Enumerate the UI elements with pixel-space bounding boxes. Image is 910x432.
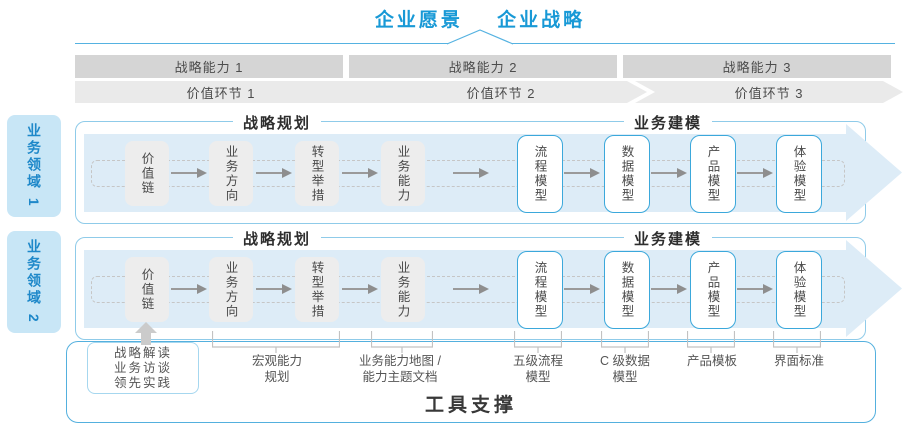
model-box: 数据模型: [604, 251, 650, 329]
flow-arrow-icon: [651, 167, 687, 179]
deliverable-label: 宏观能力 规划: [252, 353, 302, 385]
value-link-label: 价值环节 2: [466, 85, 536, 101]
brace-connector: [212, 331, 340, 353]
model-box: 流程模型: [517, 251, 563, 329]
dashed-scope-box: [91, 160, 845, 187]
capability-bar-label: 战略能力 3: [722, 60, 792, 75]
deliverable-line: 产品模板: [686, 354, 738, 368]
deliverable-line: 规划: [264, 370, 290, 384]
deliverable-label: 界面标准: [774, 353, 824, 369]
flow-arrow-icon: [171, 283, 207, 295]
deliverable-line: 业务能力地图 /: [359, 354, 441, 368]
model-box: 体验模型: [776, 135, 822, 213]
deliverable-line: 五级流程: [512, 354, 564, 368]
flow-arrow-icon: [737, 167, 773, 179]
deliverable-label: 产品模板: [687, 353, 737, 369]
up-arrow-shaft: [141, 332, 151, 345]
flow-arrow-icon: [342, 283, 378, 295]
flow-arrow-icon: [453, 283, 489, 295]
brace-connector: [601, 331, 649, 353]
flow-arrow-icon: [651, 283, 687, 295]
planning-box: 价值链: [125, 257, 169, 322]
brace-connector: [687, 331, 735, 353]
planning-box: 转型举措: [295, 141, 339, 206]
model-box: 体验模型: [776, 251, 822, 329]
flow-arrow-icon: [453, 167, 489, 179]
capability-bar-label: 战略能力 1: [174, 60, 244, 75]
value-link-arrow-3: 价值环节 3: [635, 81, 903, 103]
section-header-planning: 战略规划: [232, 228, 322, 249]
domain-label-1: 业务领域 1: [7, 115, 61, 217]
planning-box: 业务方向: [209, 141, 253, 206]
planning-box: 价值链: [125, 141, 169, 206]
dashed-scope-box: [91, 276, 845, 303]
flow-arrow-icon: [256, 283, 292, 295]
callout-pointer-icon: [446, 29, 514, 45]
practice-box: 战略解读 业务访谈 领先实践: [87, 342, 199, 394]
flow-arrow-icon: [342, 167, 378, 179]
section-header-modeling: 业务建模: [623, 228, 713, 249]
planning-box: 业务方向: [209, 257, 253, 322]
vision-title: 企业愿景: [374, 10, 463, 31]
flow-arrow-icon: [737, 283, 773, 295]
capability-bar-label: 战略能力 2: [448, 60, 518, 75]
model-box: 产品模型: [690, 251, 736, 329]
deliverable-label: 五级流程 模型: [513, 353, 563, 385]
deliverable-line: 模型: [612, 370, 638, 384]
flow-arrow-icon: [256, 167, 292, 179]
page-title: 企业愿景 企业战略: [362, 5, 598, 32]
practice-line: 业务访谈: [113, 360, 172, 375]
brace-connector: [514, 331, 562, 353]
flow-arrow-icon: [564, 167, 600, 179]
deliverable-line: C 级数据: [599, 354, 651, 368]
capability-bar-3: 战略能力 3: [623, 55, 891, 78]
practice-line: 战略解读: [113, 345, 172, 360]
domain-row-1: 战略规划 业务建模 价值链 业务方向 转型举措 业务能力 流程模型 数据模型 产…: [75, 112, 902, 224]
value-link-label: 价值环节 1: [186, 85, 256, 101]
value-link-arrow-1: 价值环节 1: [75, 81, 387, 103]
domain-label-text: 业务领域 1: [26, 123, 42, 209]
deliverable-line: 界面标准: [773, 354, 825, 368]
planning-box: 业务能力: [381, 257, 425, 322]
strategy-title: 企业战略: [497, 10, 586, 31]
domain-label-text: 业务领域 2: [26, 239, 42, 325]
section-header-planning: 战略规划: [232, 112, 322, 133]
tool-support-container: 工具支撑: [66, 341, 876, 423]
capability-bar-2: 战略能力 2: [349, 55, 617, 78]
deliverable-label: 业务能力地图 / 能力主题文档: [359, 353, 441, 385]
section-header-modeling: 业务建模: [623, 112, 713, 133]
practice-line: 领先实践: [113, 375, 172, 390]
brace-connector: [773, 331, 821, 353]
capability-bar-1: 战略能力 1: [75, 55, 343, 78]
up-arrow-icon: [135, 322, 157, 333]
deliverable-line: 模型: [525, 370, 551, 384]
model-box: 产品模型: [690, 135, 736, 213]
deliverable-label: C 级数据 模型: [600, 353, 650, 385]
model-box: 数据模型: [604, 135, 650, 213]
value-link-arrow-2: 价值环节 2: [355, 81, 647, 103]
value-link-label: 价值环节 3: [734, 85, 804, 101]
domain-label-2: 业务领域 2: [7, 231, 61, 333]
deliverable-line: 宏观能力: [251, 354, 303, 368]
planning-box: 业务能力: [381, 141, 425, 206]
planning-box: 转型举措: [295, 257, 339, 322]
model-box: 流程模型: [517, 135, 563, 213]
brace-connector: [371, 331, 433, 353]
flow-arrow-icon: [564, 283, 600, 295]
tool-support-title: 工具支撑: [424, 395, 517, 416]
flow-arrow-icon: [171, 167, 207, 179]
deliverable-line: 能力主题文档: [362, 370, 438, 384]
domain-row-2: 战略规划 业务建模 价值链 业务方向 转型举措 业务能力 流程模型 数据模型 产…: [75, 228, 902, 340]
